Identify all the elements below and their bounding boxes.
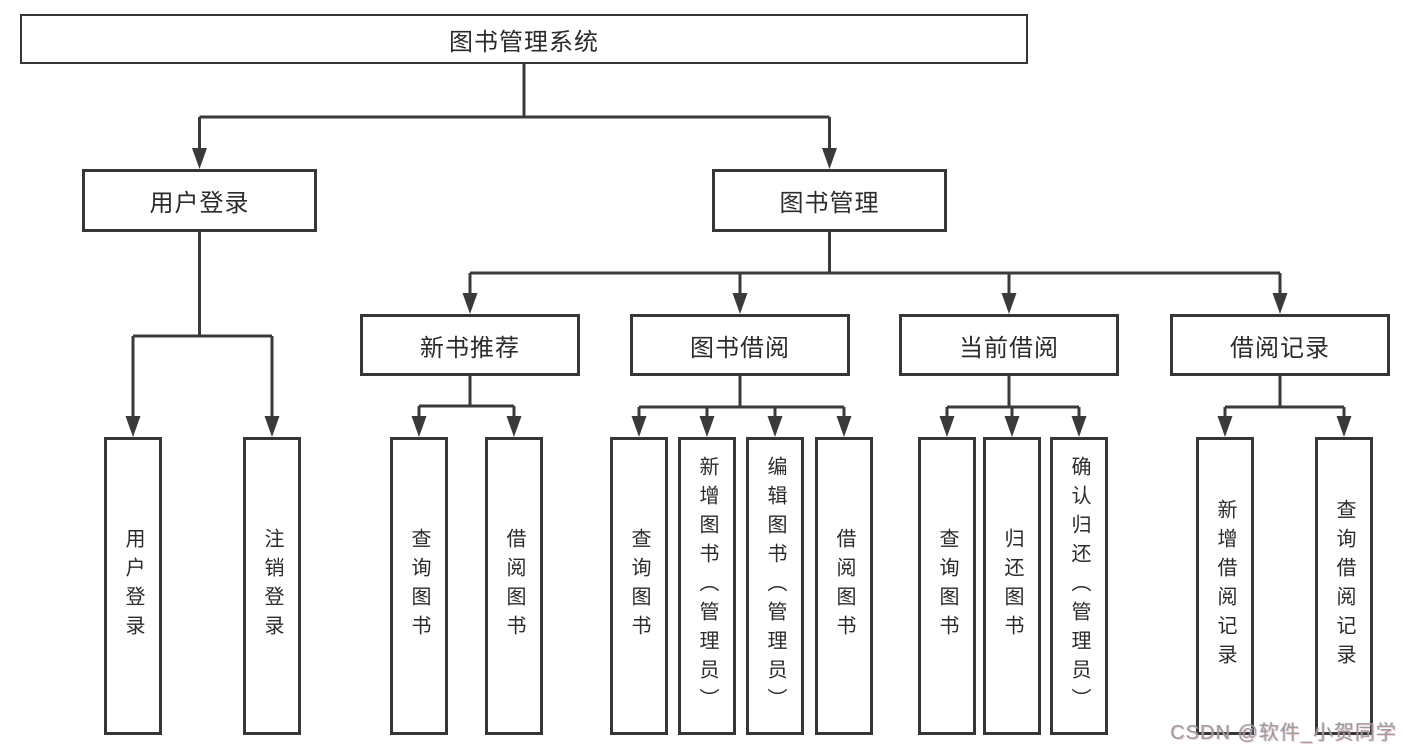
leaf-query-books-borrow-label: 查询图书 xyxy=(628,528,650,644)
leaf-query-books-newrec-label: 查询图书 xyxy=(408,528,430,644)
leaf-user-login-label: 用户登录 xyxy=(122,528,144,644)
leaf-query-books-current: 查询图书 xyxy=(918,437,976,735)
leaf-add-books-admin-label: 新增图书（管理员） xyxy=(696,455,718,717)
node-root: 图书管理系统 xyxy=(20,14,1028,64)
node-user-login-label: 用户登录 xyxy=(149,190,250,217)
leaf-return-books: 归还图书 xyxy=(983,437,1041,735)
leaf-confirm-return-admin-label: 确认归还（管理员） xyxy=(1068,455,1090,717)
leaf-query-borrow-record: 查询借阅记录 xyxy=(1315,437,1373,735)
watermark: CSDN @软件_小贺同学 xyxy=(1170,722,1397,744)
leaf-query-books-borrow: 查询图书 xyxy=(610,437,668,735)
node-new-book-recommend-label: 新书推荐 xyxy=(420,334,520,362)
leaf-borrow-books: 借阅图书 xyxy=(815,437,873,735)
leaf-confirm-return-admin: 确认归还（管理员） xyxy=(1050,437,1108,735)
node-book-borrowing-label: 图书借阅 xyxy=(690,334,790,362)
leaf-query-books-newrec: 查询图书 xyxy=(390,437,448,735)
leaf-return-books-label: 归还图书 xyxy=(1001,528,1023,644)
leaf-add-borrow-record-label: 新增借阅记录 xyxy=(1214,499,1236,673)
leaf-logout: 注销登录 xyxy=(243,437,301,735)
leaf-query-borrow-record-label: 查询借阅记录 xyxy=(1333,499,1355,673)
leaf-edit-books-admin: 编辑图书（管理员） xyxy=(746,437,804,735)
leaf-borrow-books-newrec-label: 借阅图书 xyxy=(503,528,525,644)
leaf-borrow-books-label: 借阅图书 xyxy=(833,528,855,644)
leaf-add-books-admin: 新增图书（管理员） xyxy=(678,437,736,735)
node-book-borrowing: 图书借阅 xyxy=(630,314,850,376)
node-current-borrowing: 当前借阅 xyxy=(899,314,1119,376)
leaf-add-borrow-record: 新增借阅记录 xyxy=(1196,437,1254,735)
node-user-login: 用户登录 xyxy=(82,169,317,232)
node-book-management-label: 图书管理 xyxy=(779,190,880,217)
node-book-management: 图书管理 xyxy=(712,169,947,232)
node-root-label: 图书管理系统 xyxy=(449,28,599,56)
leaf-borrow-books-newrec: 借阅图书 xyxy=(485,437,543,735)
node-borrowing-records: 借阅记录 xyxy=(1170,314,1390,376)
node-borrowing-records-label: 借阅记录 xyxy=(1230,334,1330,362)
leaf-logout-label: 注销登录 xyxy=(261,528,283,644)
leaf-query-books-current-label: 查询图书 xyxy=(936,528,958,644)
leaf-edit-books-admin-label: 编辑图书（管理员） xyxy=(764,455,786,717)
node-current-borrowing-label: 当前借阅 xyxy=(959,334,1059,362)
node-new-book-recommend: 新书推荐 xyxy=(360,314,580,376)
leaf-user-login: 用户登录 xyxy=(104,437,162,735)
